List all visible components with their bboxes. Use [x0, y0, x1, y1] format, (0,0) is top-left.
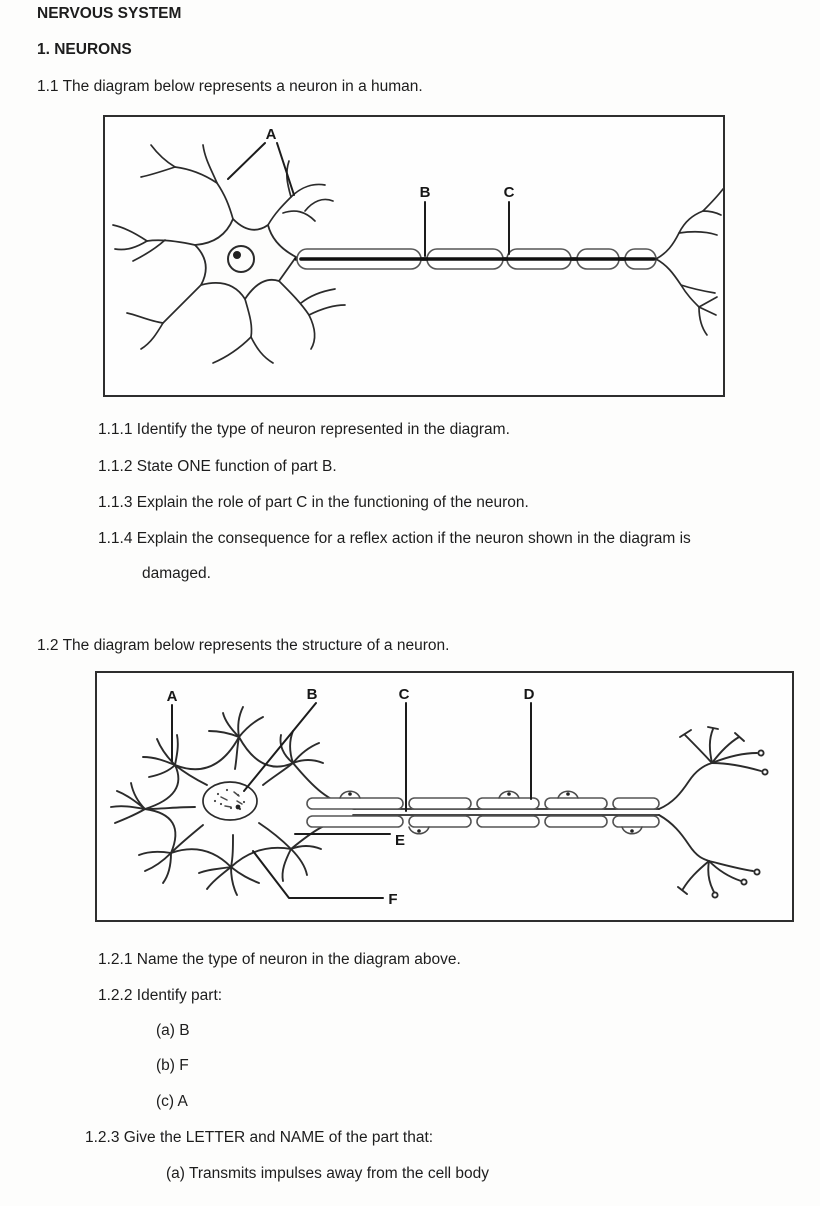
question-1-2-intro: 1.2 The diagram below represents the str… [37, 637, 450, 654]
label-a: A [167, 688, 178, 705]
nucleus [227, 245, 255, 273]
diagram-2-labels: A B C D E F [167, 686, 535, 908]
label-b: B [420, 184, 431, 201]
neuron-2-figure: A B C D E F [110, 686, 769, 908]
question-1-1-intro: 1.1 The diagram below represents a neuro… [37, 78, 423, 95]
label-f: F [388, 891, 397, 908]
nucleus [202, 781, 258, 821]
label-f-pointer [252, 850, 384, 899]
dendrites [112, 144, 346, 364]
axon-terminals [655, 188, 723, 336]
label-a-pointer-left [227, 142, 266, 180]
myelin-sheath [296, 248, 657, 270]
label-e: E [395, 832, 405, 849]
question-1-1-1: 1.1.1 Identify the type of neuron repres… [98, 421, 510, 438]
axon [352, 808, 660, 816]
schwann-cell-nuclei [339, 790, 643, 835]
section-heading: 1. NEURONS [37, 41, 132, 58]
label-c: C [399, 686, 410, 703]
question-1-2-2: 1.2.2 Identify part: [98, 987, 223, 1004]
label-c: C [504, 184, 515, 201]
axon-terminals [658, 726, 769, 899]
question-1-1-4: 1.1.4 Explain the consequence for a refl… [98, 530, 691, 547]
page-title: NERVOUS SYSTEM [37, 5, 182, 22]
label-b-pointer [243, 702, 317, 792]
dendrite-clusters [110, 706, 356, 896]
label-a: A [266, 126, 277, 143]
nucleolus [235, 804, 241, 810]
question-1-1-4-wrap: damaged. [142, 565, 211, 582]
question-1-1-2: 1.1.2 State ONE function of part B. [98, 458, 337, 475]
question-1-2-2-b: (b) F [156, 1057, 189, 1074]
diagram-1-frame: A B C [103, 115, 725, 397]
diagram-2-frame: A B C D E F [95, 671, 794, 922]
neuron-1-figure: A B C [112, 126, 723, 364]
myelin-sheath [306, 790, 660, 835]
label-d: D [524, 686, 535, 703]
label-a-pointer-right [276, 142, 295, 196]
question-1-1-3: 1.1.3 Explain the role of part C in the … [98, 494, 529, 511]
question-1-2-2-c: (c) A [156, 1093, 188, 1110]
question-1-2-1: 1.2.1 Name the type of neuron in the dia… [98, 951, 461, 968]
question-1-2-3-a: (a) Transmits impulses away from the cel… [166, 1165, 490, 1182]
question-1-2-3: 1.2.3 Give the LETTER and NAME of the pa… [85, 1129, 434, 1146]
diagram-1-labels: A B C [227, 126, 515, 257]
question-1-2-2-a: (a) B [156, 1022, 190, 1039]
cell-body [192, 217, 298, 301]
label-b: B [307, 686, 318, 703]
nucleolus [233, 251, 241, 259]
